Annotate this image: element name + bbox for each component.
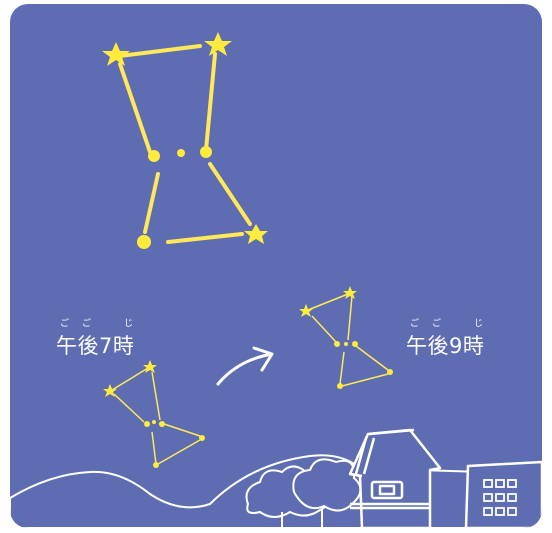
star-icon xyxy=(387,369,393,375)
time-label-9pm: ご ご じ 午後9時 xyxy=(406,319,485,360)
star-icon xyxy=(344,342,348,346)
star-icon xyxy=(334,341,340,347)
movement-arrow-icon xyxy=(216,352,274,386)
large-constellation xyxy=(118,44,252,244)
star-icon xyxy=(204,32,232,56)
star-icon xyxy=(144,421,150,427)
star-icon xyxy=(299,304,313,317)
star-icon xyxy=(152,420,156,424)
trees-icon xyxy=(245,458,362,528)
star-icon xyxy=(103,384,117,397)
large-constellation-stars xyxy=(102,32,268,249)
star-icon xyxy=(177,149,185,157)
star-icon xyxy=(200,146,212,158)
star-icon xyxy=(148,150,160,162)
time-text-9pm: 午後9時 xyxy=(406,334,485,358)
house-icon xyxy=(348,428,442,528)
apartment-building-icon xyxy=(464,460,542,528)
star-icon xyxy=(337,383,343,389)
furigana-ji: じ xyxy=(124,319,134,329)
night-sky-panel: ご ご じ 午後7時 ご ご じ 午後9時 xyxy=(10,4,542,528)
small-constellation-7pm xyxy=(103,360,205,468)
furigana-go-2: ご xyxy=(82,319,92,329)
time-label-7pm: ご ご じ 午後7時 xyxy=(56,319,135,360)
star-icon xyxy=(102,42,130,66)
star-icon xyxy=(343,286,357,299)
time-text-7pm: 午後7時 xyxy=(56,334,135,358)
small-constellation-9pm xyxy=(299,286,393,389)
star-icon xyxy=(244,224,268,244)
star-icon xyxy=(143,360,157,373)
furigana-go-1: ご xyxy=(60,319,70,329)
furigana-go-1: ご xyxy=(410,319,420,329)
star-icon xyxy=(137,235,151,249)
night-scene xyxy=(10,32,542,528)
star-icon xyxy=(159,421,165,427)
star-icon xyxy=(352,341,358,347)
furigana-go-2: ご xyxy=(432,319,442,329)
furigana-ji: じ xyxy=(474,319,484,329)
star-icon xyxy=(153,462,159,468)
star-icon xyxy=(199,435,205,441)
